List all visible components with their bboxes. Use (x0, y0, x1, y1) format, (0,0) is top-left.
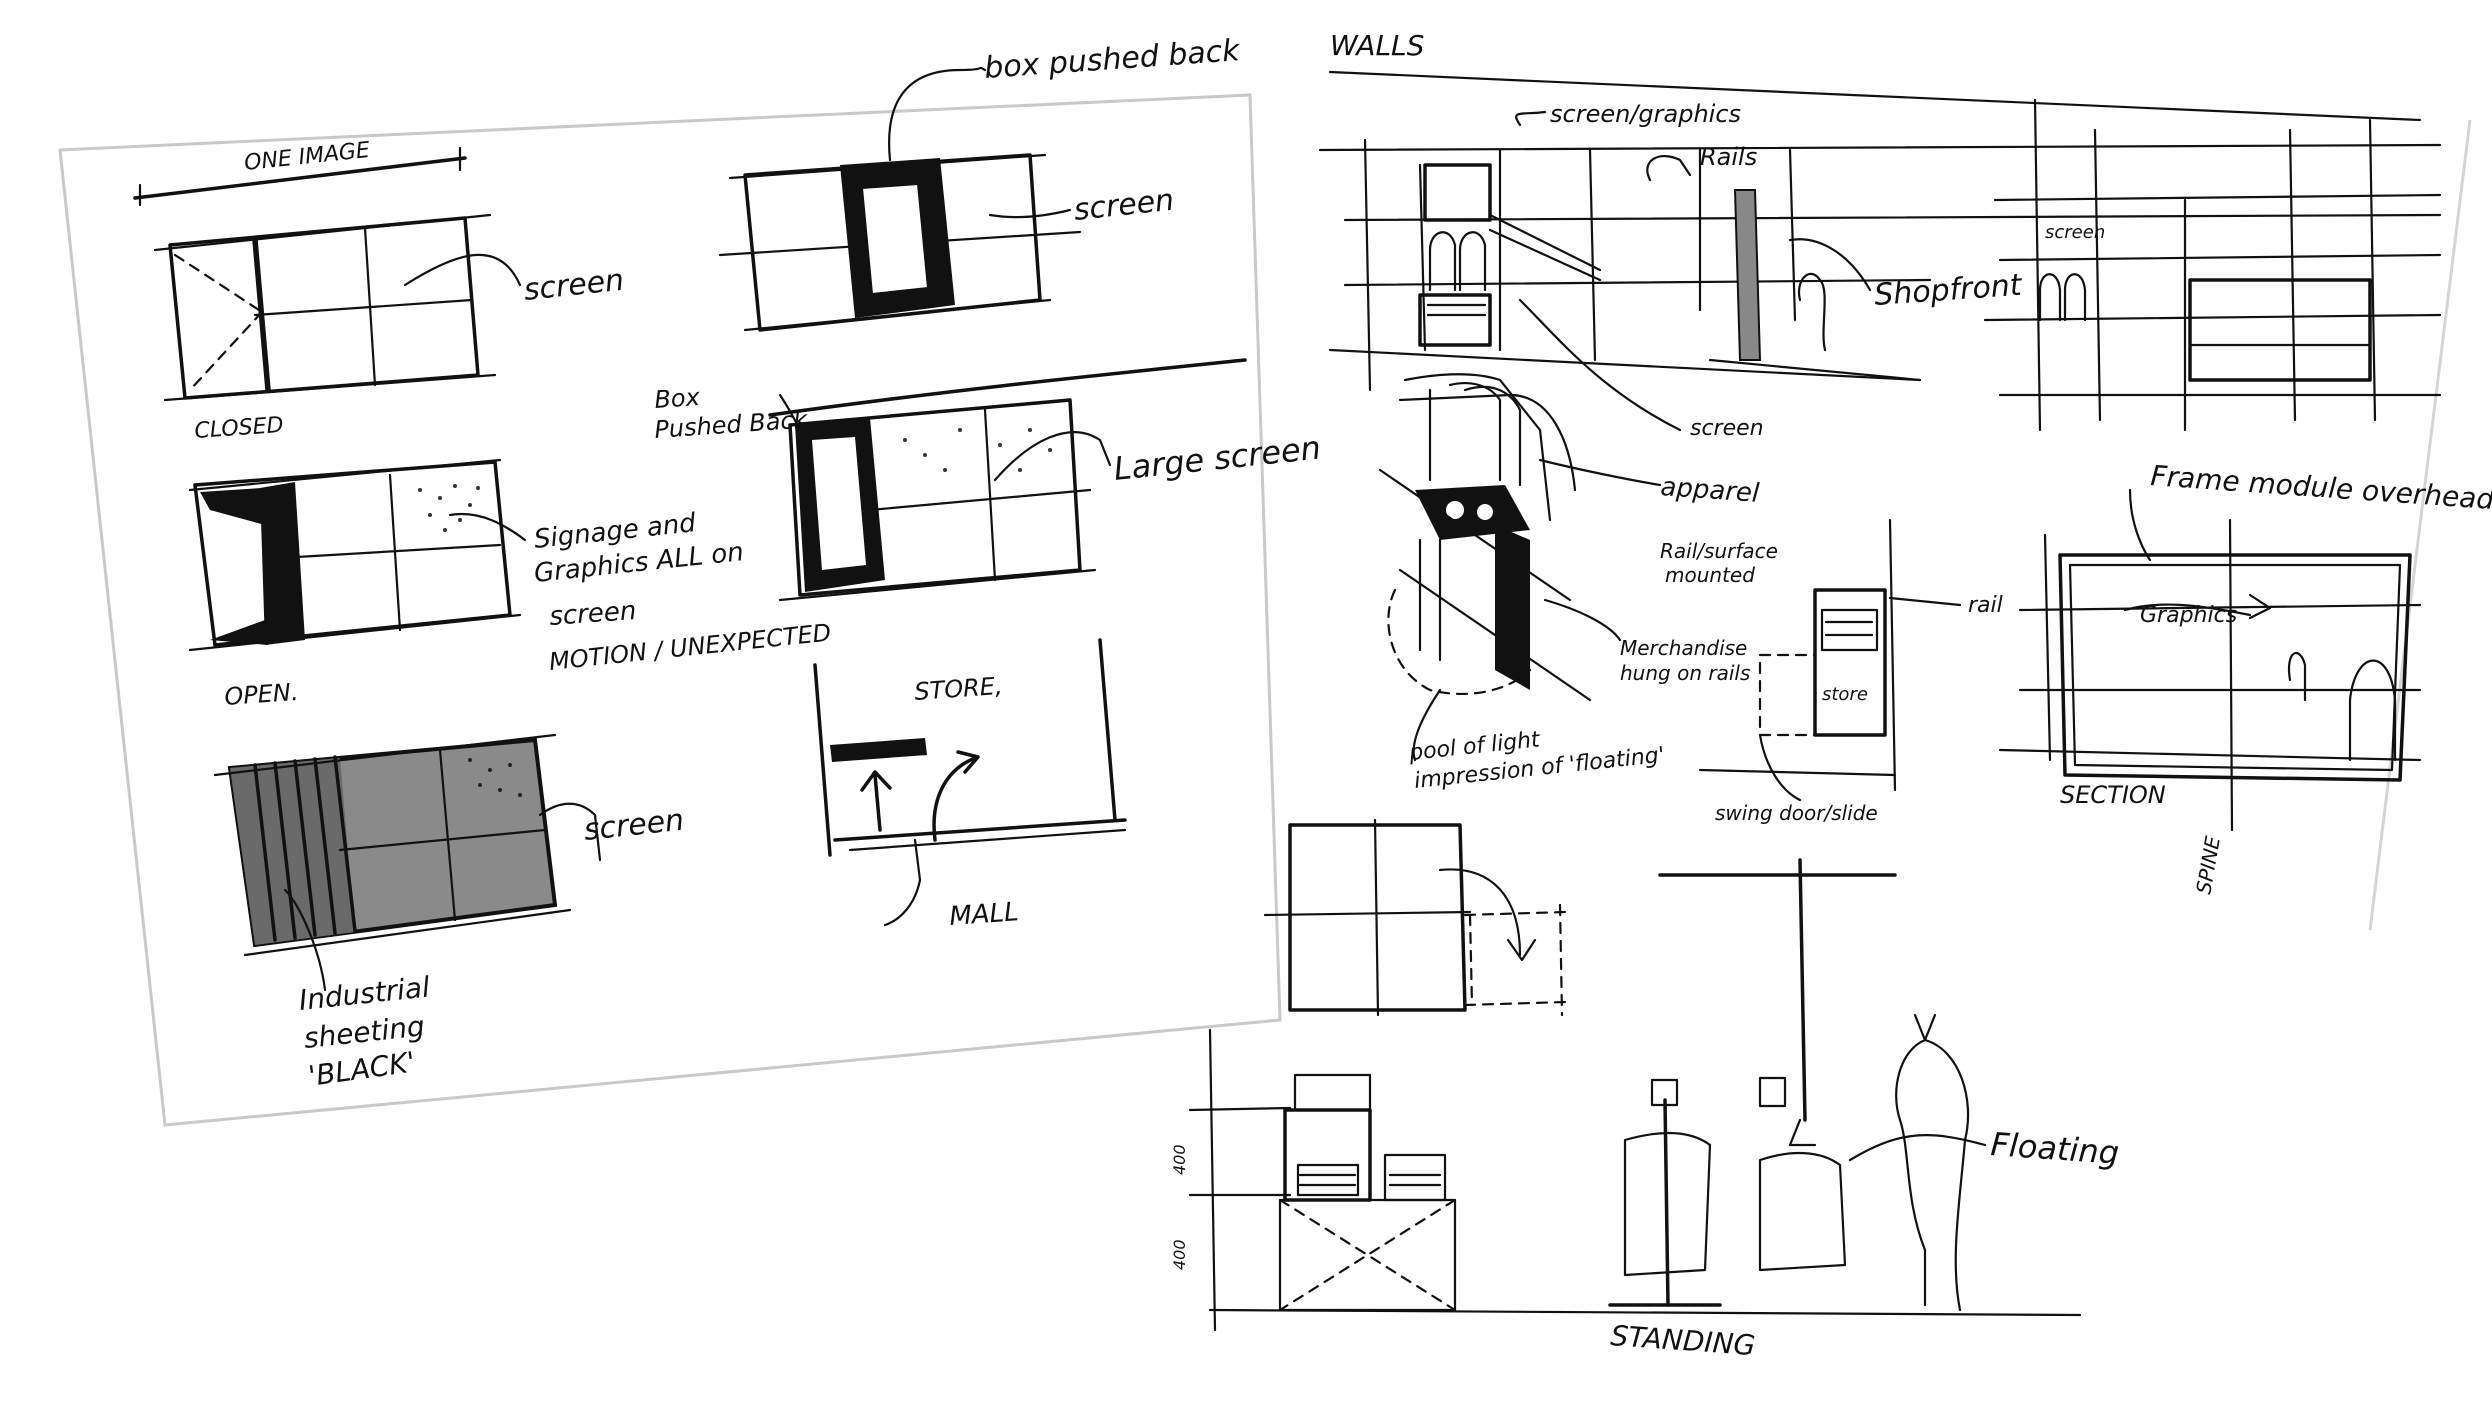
signage-line-3: screen (548, 596, 637, 632)
open-door-panel (260, 482, 305, 645)
box-pushed-back-label: box pushed back (983, 33, 1242, 86)
mall-label: MALL (948, 897, 1019, 932)
open-label: OPEN. (223, 678, 299, 711)
merch-label-2: hung on rails (1620, 661, 1750, 685)
screen-small-label: screen (2045, 222, 2105, 243)
display-unit-top (1415, 485, 1530, 540)
swing-door-label: swing door/slide (1715, 801, 1878, 825)
walls-label: WALLS (1330, 29, 1424, 62)
screen-leader-1 (403, 253, 522, 287)
right-paper-edge (2368, 119, 2472, 931)
rails-label: Rails (1700, 143, 1757, 171)
apparel-label: apparel (1660, 472, 1761, 509)
wall-elevation: screen/graphics Rails Shopfront (1318, 100, 2442, 392)
large-screen-stipple (903, 428, 1052, 472)
floating-label: Floating (1989, 1125, 2120, 1172)
closed-sketch: CLOSED screen (153, 213, 626, 444)
right-sheet: WALLS screen/graphics (1170, 29, 2492, 1380)
open-sketch: OPEN. Signage and Graphics ALL on screen… (188, 458, 832, 711)
gray-stipple (468, 758, 522, 797)
shopfront-post (1733, 189, 1762, 361)
store-mall-plan: STORE, MALL (813, 638, 1127, 932)
left-sheet: ONE IMAGE CLOSED screen box pushed bac (58, 33, 1323, 1127)
right-wall-elevation: screen (1983, 98, 2442, 432)
dim-400-a: 400 (1170, 1144, 1189, 1175)
standing-floating-section: 400 400 Floating (1170, 858, 2120, 1362)
screen-mid-label: screen (1690, 416, 1764, 441)
store-counter (830, 738, 927, 762)
store-unit: store swing door/slide rail (1698, 518, 2003, 825)
store-label: STORE, (913, 672, 1003, 706)
rail-surface-label-2: mounted (1665, 563, 1755, 587)
merch-label-1: Merchandise (1620, 636, 1747, 660)
plan-grid (1263, 818, 1567, 1017)
dim-400-b: 400 (1170, 1239, 1189, 1270)
box-pushed-leader (888, 66, 987, 162)
left-paper-edge (58, 93, 1282, 1127)
rail-label: rail (1968, 593, 2003, 618)
store-small-label: store (1822, 684, 1868, 705)
graphics-label: Graphics (2140, 603, 2237, 628)
closed-label: CLOSED (194, 413, 285, 444)
rail-surface-label-1: Rail/surface (1660, 539, 1778, 563)
box-pushed-back-label-1: Box (653, 383, 701, 414)
screen-graphics-label: screen/graphics (1550, 100, 1741, 128)
section-label: SECTION (2060, 781, 2166, 809)
open-screen-stipple (418, 484, 480, 532)
